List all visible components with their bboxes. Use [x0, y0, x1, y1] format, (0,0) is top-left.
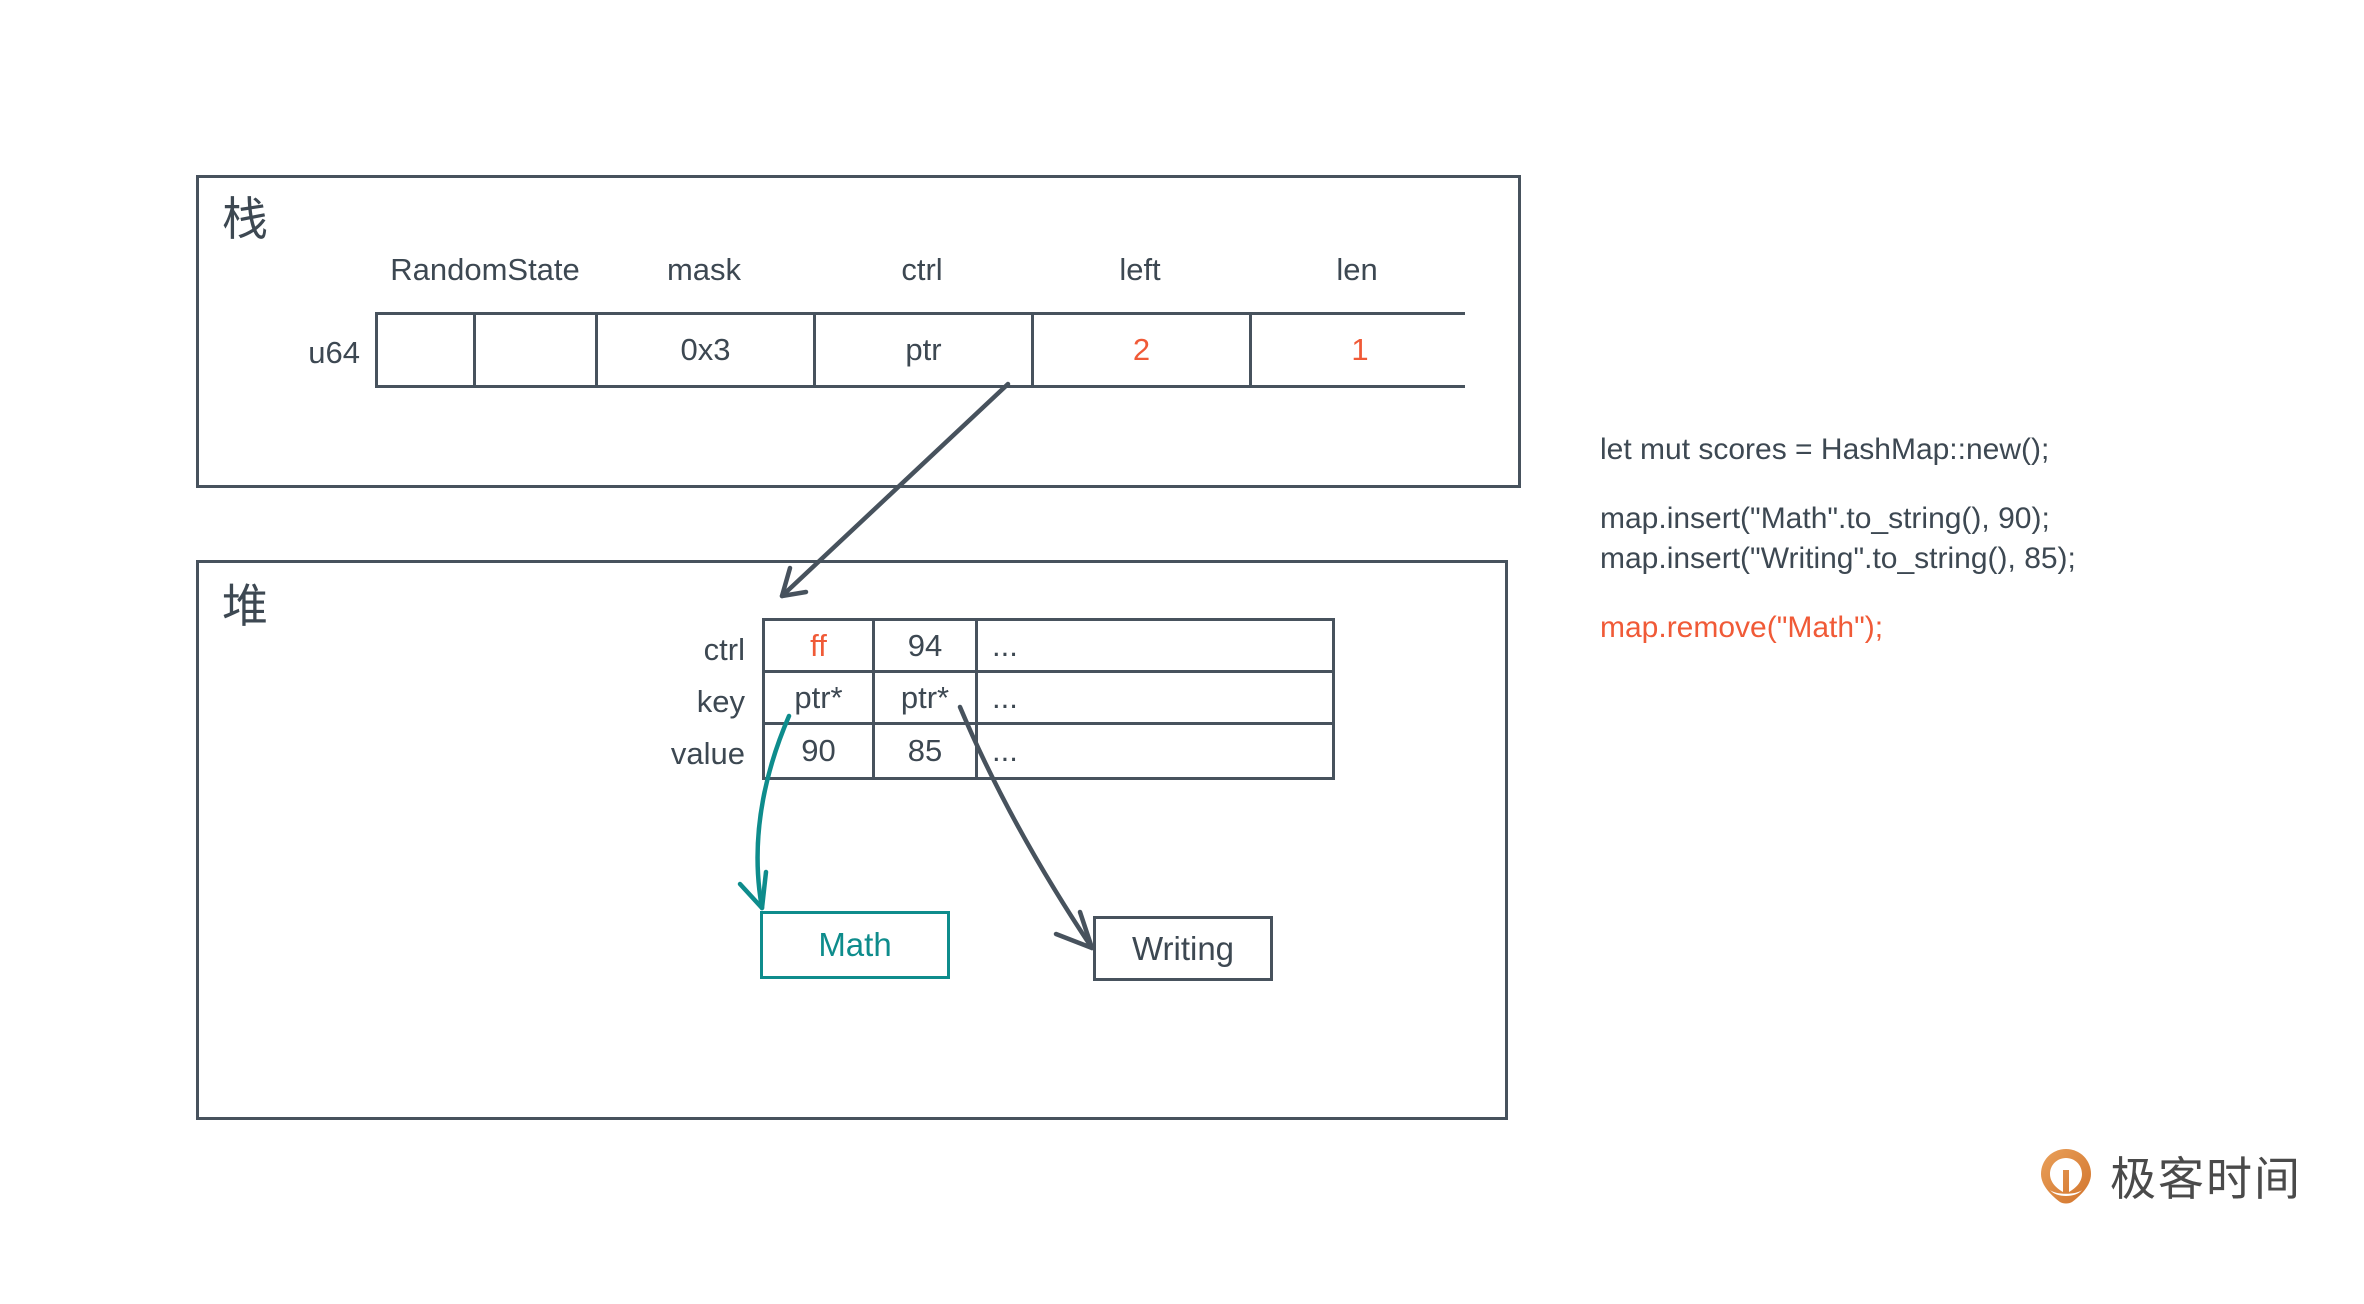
stack-cell-0 — [378, 315, 476, 385]
code-line-1-0: map.insert("Math".to_string(), 90); — [1600, 501, 2050, 535]
brand-logo: 极客时间 — [2036, 1143, 2302, 1209]
heap-row-key: ptr*ptr*... — [765, 673, 1332, 725]
stack-region-label: 栈 — [222, 192, 268, 246]
heap-region-label: 堆 — [222, 579, 268, 633]
code-line-1-1: map.insert("Writing".to_string(), 85); — [1600, 542, 2076, 575]
brand-name: 极客时间 — [2110, 1152, 2302, 1206]
string-box-math: Math — [760, 911, 950, 979]
stack-cell-2: 0x3 — [598, 315, 816, 385]
stack-header-ctrl: ctrl — [901, 252, 943, 287]
stack-row-type-label: u64 — [308, 335, 360, 370]
stack-cell-4: 2 — [1034, 315, 1252, 385]
heap-row-label-value: value — [670, 736, 745, 771]
code-snippet-panel: let mut scores = HashMap::new();map.inse… — [1600, 430, 2240, 648]
stack-cell-1 — [476, 315, 598, 385]
heap-cell-key-1: ptr* — [875, 673, 978, 722]
stack-header-left: left — [1119, 252, 1161, 287]
code-line-2-0: map.remove("Math"); — [1600, 610, 1884, 644]
heap-cell-ctrl-2: ... — [992, 627, 1018, 663]
stack-header-randomstate: RandomState — [390, 252, 580, 287]
heap-cell-ctrl-0: ff — [765, 621, 875, 670]
heap-cell-value-2: ... — [992, 733, 1018, 768]
heap-cell-ctrl-1: 94 — [875, 621, 978, 670]
code-line-0-0: let mut scores = HashMap::new(); — [1600, 433, 2050, 466]
stack-header-len: len — [1336, 252, 1378, 287]
code-block-0: let mut scores = HashMap::new(); — [1600, 430, 2240, 471]
heap-cell-key-2: ... — [992, 679, 1018, 715]
string-box-writing: Writing — [1093, 916, 1273, 981]
heap-cell-key-0: ptr* — [765, 673, 875, 722]
heap-cell-value-1: 85 — [875, 725, 978, 777]
stack-cell-5: 1 — [1252, 315, 1468, 385]
code-block-1: map.insert("Math".to_string(), 90); map.i… — [1600, 499, 2240, 580]
stack-cell-3: ptr — [816, 315, 1034, 385]
heap-cell-value-0: 90 — [765, 725, 875, 777]
stack-header-mask: mask — [666, 252, 742, 287]
stack-column-headers: RandomState mask ctrl left len — [375, 250, 1465, 290]
heap-row-label-ctrl: ctrl — [703, 632, 745, 667]
geektime-logo-icon — [2036, 1146, 2096, 1206]
code-block-2: map.remove("Math"); — [1600, 608, 2240, 649]
heap-row-label-key: key — [696, 684, 745, 719]
